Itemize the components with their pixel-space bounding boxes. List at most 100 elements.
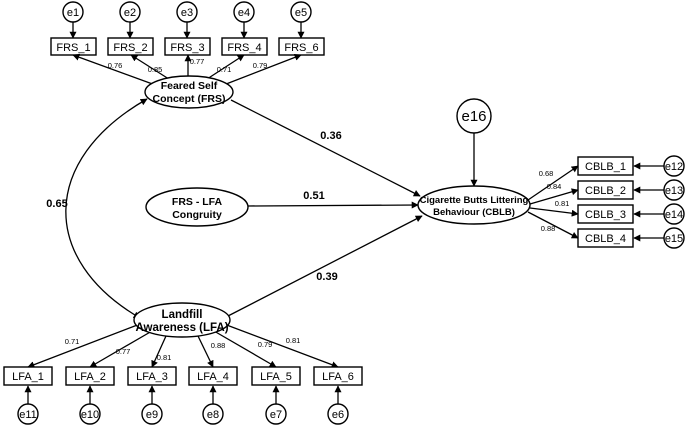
error-e14: e14 [663,203,685,225]
svg-text:LFA_4: LFA_4 [197,371,229,383]
error-e6: e6 [327,403,349,425]
svg-text:Congruity: Congruity [172,209,222,221]
indicator-cblb1: CBLB_1 [577,156,634,176]
svg-text:FRS_3: FRS_3 [170,42,204,54]
loading-label-lfa6: 0.81 [286,336,301,345]
indicator-lfa2: LFA_2 [65,366,115,386]
svg-text:CBLB_1: CBLB_1 [585,161,626,173]
path-label-cong-cblb: 0.51 [303,190,324,202]
error-e2: e2 [119,1,141,23]
svg-text:e3: e3 [181,7,193,19]
indicator-lfa3: LFA_3 [127,366,177,386]
latent-cblb: Cigarette Butts Littering Behaviour (CBL… [417,185,531,225]
loading-label-lfa3: 0.81 [157,353,172,362]
indicator-lfa6: LFA_6 [313,366,363,386]
indicator-frs6: FRS_6 [278,37,325,56]
loading-label-lfa5: 0.79 [258,340,273,349]
loading-lfa-lfa5 [213,330,277,368]
loading-frs-frs4 [203,54,245,82]
indicator-frs2: FRS_2 [107,37,154,56]
error-e4: e4 [233,1,255,23]
svg-text:FRS - LFA: FRS - LFA [172,196,223,208]
svg-text:Landfill: Landfill [162,309,203,321]
loading-label-cblb-2: 0.84 [547,182,562,191]
error-e7: e7 [265,403,287,425]
svg-text:e4: e4 [238,7,250,19]
loading-lfa-lfa1 [27,323,141,369]
loading-label-cblb-4: 0.88 [541,224,556,233]
indicator-frs1: FRS_1 [50,37,97,56]
path-label-lfa-cblb: 0.39 [316,271,337,283]
indicator-frs4: FRS_4 [221,37,268,56]
svg-text:e5: e5 [295,7,307,19]
svg-text:Awareness (LFA): Awareness (LFA) [135,322,228,334]
error-e10: e10 [79,403,101,425]
loading-label-frs3: 0.77 [190,57,205,66]
loading-label-lfa2: 0.77 [116,347,131,356]
svg-text:LFA_1: LFA_1 [12,371,44,383]
svg-text:LFA_2: LFA_2 [74,371,106,383]
svg-text:e15: e15 [665,233,683,245]
svg-text:Concept (FRS): Concept (FRS) [153,93,226,105]
svg-text:Feared Self: Feared Self [161,80,218,92]
svg-text:e8: e8 [207,409,219,421]
svg-text:FRS_4: FRS_4 [227,42,261,54]
covariance-label-frs-lfa: 0.65 [46,198,67,210]
loading-lfa-lfa6 [223,323,339,369]
indicator-cblb2: CBLB_2 [577,180,634,200]
path-cong-cblb [247,201,419,209]
svg-text:Behaviour (CBLB): Behaviour (CBLB) [433,207,515,218]
loading-cblb-2 [529,188,579,205]
svg-text:FRS_6: FRS_6 [284,42,318,54]
svg-text:LFA_5: LFA_5 [260,371,292,383]
svg-text:e11: e11 [19,409,37,421]
loading-cblb-1 [527,165,579,201]
error-e8: e8 [202,403,224,425]
error-e1: e1 [62,1,84,23]
loading-label-frs1: 0.76 [108,61,123,70]
covariance-frs-lfa [65,98,148,319]
svg-text:LFA_3: LFA_3 [136,371,168,383]
svg-text:e12: e12 [665,161,683,173]
loading-frs-frs1 [72,53,159,87]
svg-text:CBLB_2: CBLB_2 [585,185,626,197]
indicator-lfa1: LFA_1 [3,366,53,386]
loading-cblb-4 [527,211,579,239]
loading-label-frs6: 0.79 [253,61,268,70]
svg-text:e7: e7 [270,409,282,421]
path-lfa-cblb [227,215,423,317]
loading-label-cblb-3: 0.81 [555,199,570,208]
svg-text:e10: e10 [81,409,99,421]
svg-text:FRS_2: FRS_2 [113,42,147,54]
indicator-frs3: FRS_3 [164,37,211,56]
indicator-cblb3: CBLB_3 [577,204,634,224]
loading-cblb-3 [529,207,579,217]
svg-text:CBLB_4: CBLB_4 [585,233,626,245]
svg-text:e2: e2 [124,7,136,19]
svg-text:e9: e9 [146,409,158,421]
loading-frs-frs6 [220,54,302,87]
indicator-cblb4: CBLB_4 [577,228,634,248]
loading-lfa-lfa2 [89,330,153,368]
svg-text:e16: e16 [461,108,486,125]
latent-frs: Feared Self Concept (FRS) [144,75,234,109]
path-label-frs-cblb: 0.36 [320,130,341,142]
error-e15: e15 [663,227,685,249]
indicator-lfa4: LFA_4 [188,366,238,386]
error-e9: e9 [141,403,163,425]
svg-text:LFA_6: LFA_6 [322,371,354,383]
svg-text:e1: e1 [67,7,79,19]
error-e12: e12 [663,155,685,177]
loading-label-lfa4: 0.88 [211,341,226,350]
loading-label-frs4: 0.71 [217,65,232,74]
loading-label-cblb-1: 0.68 [539,169,554,178]
path-frs-cblb [230,99,421,197]
svg-text:CBLB_3: CBLB_3 [585,209,626,221]
error-e3: e3 [176,1,198,23]
loading-lfa-lfa3 [151,335,167,368]
latent-lfa: Landfill Awareness (LFA) [133,302,231,338]
error-e11: e11 [17,403,39,425]
svg-text:Cigarette Butts Littering: Cigarette Butts Littering [420,195,529,206]
loading-label-frs2: 0.85 [148,65,163,74]
